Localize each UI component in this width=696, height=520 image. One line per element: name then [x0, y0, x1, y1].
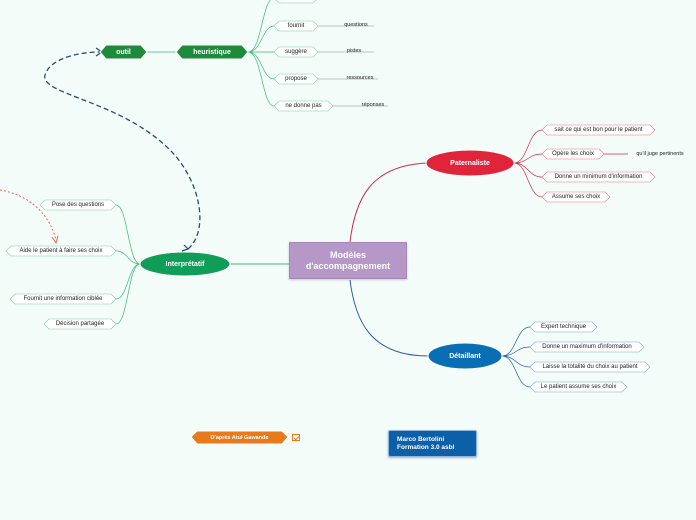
paternaliste-item[interactable]: Donne un minimum d'information [542, 172, 655, 182]
relation-interpretatif-outil [44, 51, 201, 250]
heuristique-note[interactable]: réponses [354, 100, 392, 110]
heuristique-item[interactable]: aide [274, 0, 318, 3]
paternaliste-item-label: Assume ses choix [551, 194, 601, 200]
detaillant-item-label: Expert technique [540, 324, 587, 330]
topic-heuristique[interactable]: heuristique [176, 45, 248, 59]
link-central-detaillant [349, 279, 429, 357]
heuristique-note-label: pistes [346, 48, 362, 54]
detaillant-shape [427, 342, 503, 370]
interpretatif-links [115, 204, 141, 325]
detaillant-item[interactable]: Donne un maximum d'information [530, 342, 644, 352]
topic-interpretatif[interactable]: Interprétatif [140, 257, 230, 271]
topic-interpretatif-label: Interprétatif [165, 260, 205, 268]
topic-paternaliste-label: Paternaliste [450, 159, 490, 167]
interpretatif-shape [139, 251, 231, 277]
detaillant-links [501, 326, 531, 388]
central-topic-line2: d'accompagnement [305, 260, 391, 271]
heuristique-note[interactable]: ressources [340, 73, 380, 83]
interpretatif-item[interactable]: Décision partagée [44, 319, 116, 329]
topic-paternaliste[interactable]: Paternaliste [426, 156, 514, 170]
heuristique-item[interactable]: ne donne pas [274, 101, 333, 111]
topic-detaillant-label: Détaillant [449, 352, 481, 360]
paternaliste-leaf-shapes [541, 124, 656, 203]
paternaliste-shape [425, 149, 515, 177]
interpretatif-item[interactable]: Aide le patient à faire ses choix [6, 246, 116, 256]
heuristique-item-label: suggère [285, 49, 307, 55]
heuristique-note-label: réponses [361, 102, 385, 108]
detaillant-item-label: Laisse la totalité du choix au patient [542, 364, 638, 370]
relation-red-arrowhead [51, 235, 59, 245]
heuristique-note-label: questions [344, 22, 368, 28]
relation-red-dotted [0, 189, 57, 241]
paternaliste-item[interactable]: Assume ses choix [542, 192, 610, 202]
paternaliste-item[interactable]: sait ce qui est bon pour le patient [542, 125, 655, 135]
paternaliste-item-label: Opère les choix [552, 151, 594, 157]
heuristique-shape [175, 44, 249, 60]
interpretatif-item-label: Décision partagée [55, 321, 105, 327]
note-icon[interactable] [292, 434, 300, 441]
author-line1: Marco Bertolini [397, 435, 445, 443]
interpretatif-item[interactable]: Fournit une information ciblée [10, 294, 116, 304]
interpretatif-item-label: Fournit une information ciblée [23, 296, 103, 302]
relation-arrowhead-start [181, 244, 190, 252]
heuristique-links [247, 0, 275, 107]
detaillant-item[interactable]: Expert technique [530, 322, 597, 332]
paternaliste-sub-note-label: qu'il juge pertinents [636, 151, 684, 157]
attribution-text: D'après Atul Gawande [210, 434, 269, 441]
interpretatif-item-label: Aide le patient à faire ses choix [19, 248, 103, 254]
paternaliste-item-label: sait ce qui est bon pour le patient [554, 127, 643, 133]
heuristique-note[interactable]: pistes [336, 46, 372, 56]
heuristique-note-links [318, 25, 388, 107]
interpretatif-item-label: Pose des questions [51, 202, 105, 208]
topic-heuristique-label: heuristique [193, 48, 231, 56]
heuristique-item[interactable]: propose [274, 74, 318, 84]
heuristique-note-label: ressources [346, 75, 374, 81]
heuristique-item-label: fournit [287, 23, 305, 29]
interpretatif-item[interactable]: Pose des questions [40, 200, 116, 210]
heuristique-item-label: propose [285, 76, 307, 82]
topic-outil[interactable]: outil [100, 45, 147, 59]
interpretatif-leaf-shapes [5, 199, 117, 330]
detaillant-leaf-shapes [529, 321, 651, 393]
detaillant-item[interactable]: Le patient assume ses choix [530, 382, 627, 392]
attribution-shape [190, 430, 289, 445]
paternaliste-links [513, 129, 628, 198]
central-topic[interactable]: Modèles d'accompagnement [289, 242, 407, 279]
attribution-label[interactable]: D'après Atul Gawande [191, 431, 288, 444]
detaillant-item[interactable]: Laisse la totalité du choix au patient [530, 362, 650, 372]
heuristique-item-label: aide [290, 0, 301, 1]
link-central-paternaliste [349, 162, 429, 243]
topic-outil-label: outil [116, 48, 131, 56]
heuristique-leaf-shapes [273, 0, 334, 112]
paternaliste-item-label: Donne un minimum d'information [554, 174, 643, 180]
heuristique-item[interactable]: fournit [274, 21, 318, 31]
heuristique-item-label: ne donne pas [285, 103, 322, 109]
author-line2: Formation 3.0 asbl [397, 443, 455, 451]
topic-detaillant[interactable]: Détaillant [428, 349, 502, 363]
detaillant-item-label: Le patient assume ses choix [540, 384, 617, 390]
paternaliste-item[interactable]: Opère les choix [542, 149, 604, 159]
outil-shape [99, 44, 148, 60]
central-topic-line1: Modèles [329, 249, 366, 260]
paternaliste-sub-note[interactable]: qu'il juge pertinents [630, 149, 690, 159]
detaillant-item-label: Donne un maximum d'information [542, 344, 632, 350]
heuristique-note[interactable]: questions [336, 20, 376, 30]
heuristique-item[interactable]: suggère [274, 47, 318, 57]
author-box[interactable]: Marco Bertolini Formation 3.0 asbl [388, 430, 477, 457]
